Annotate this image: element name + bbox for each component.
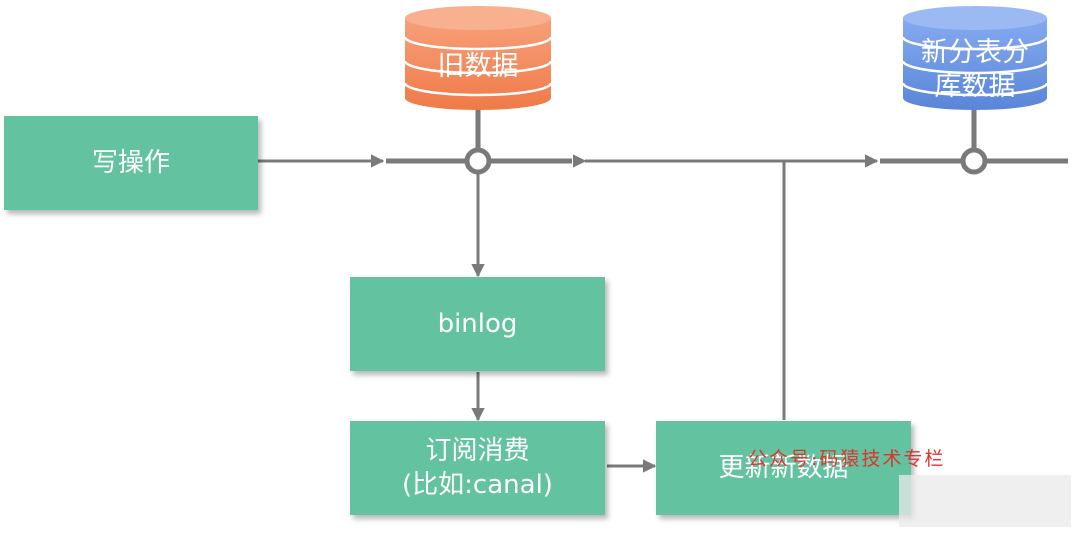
old-db-label: 旧数据	[405, 46, 551, 88]
old-database-cylinder-icon	[403, 6, 553, 110]
subscribe-consume-example: (比如:canal)	[402, 470, 553, 500]
update-new-data-label: 更新新数据	[718, 453, 849, 483]
binlog-box: binlog	[350, 277, 605, 371]
new-db-label-line2: 库数据	[934, 71, 1016, 102]
write-operation-label: 写操作	[91, 148, 170, 178]
watermark-text: 公众号:码猿技术专栏	[748, 448, 946, 470]
old-db-junction	[464, 147, 492, 175]
new-db-label: 新分表分 库数据	[903, 34, 1047, 106]
subscribe-consume-label: 订阅消费	[425, 436, 530, 466]
update-new-data-box: 更新新数据	[656, 421, 911, 515]
new-db-junction	[960, 147, 988, 175]
watermark-badge	[899, 475, 1071, 527]
subscribe-consume-box: 订阅消费 (比如:canal)	[350, 421, 605, 515]
new-database-cylinder-icon	[901, 6, 1049, 110]
old-db-label-text: 旧数据	[437, 51, 519, 82]
binlog-label: binlog	[437, 309, 518, 339]
new-db-label-line1: 新分表分	[921, 37, 1029, 68]
write-operation-box: 写操作	[4, 116, 258, 210]
